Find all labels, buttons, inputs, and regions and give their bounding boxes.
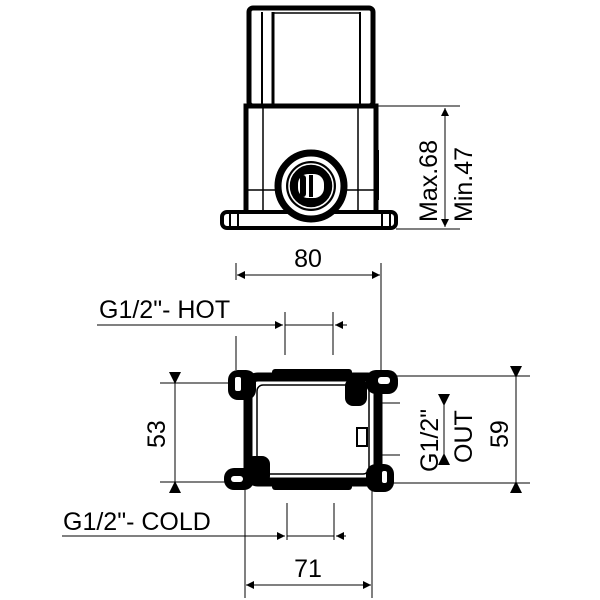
height-59-dimension: 59 bbox=[486, 366, 522, 493]
width-80-dimension: 80 bbox=[237, 245, 380, 279]
height-53-dimension: 53 bbox=[143, 372, 181, 493]
outlet-label: OUT bbox=[450, 410, 478, 463]
width-71-dimension: 71 bbox=[246, 555, 371, 589]
cold-inlet-dimension: G1/2"- COLD bbox=[62, 508, 346, 540]
height-dimension: Max.68 Min.47 bbox=[376, 105, 478, 230]
max-height-label: Max.68 bbox=[415, 140, 443, 222]
hot-inlet-label: G1/2"- HOT bbox=[99, 296, 230, 324]
side-view bbox=[220, 5, 398, 230]
outlet-dimension: G1/2" OUT bbox=[416, 394, 478, 472]
outlet-size-label: G1/2" bbox=[416, 409, 444, 472]
width-top-label: 80 bbox=[294, 245, 322, 273]
hot-inlet-dimension: G1/2"- HOT bbox=[97, 296, 347, 329]
height-right-label: 59 bbox=[486, 420, 514, 448]
top-view bbox=[224, 369, 398, 492]
cold-inlet-label: G1/2"- COLD bbox=[63, 508, 211, 536]
height-left-label: 53 bbox=[143, 420, 171, 448]
width-bottom-label: 71 bbox=[294, 555, 322, 583]
min-height-label: Min.47 bbox=[450, 147, 478, 222]
